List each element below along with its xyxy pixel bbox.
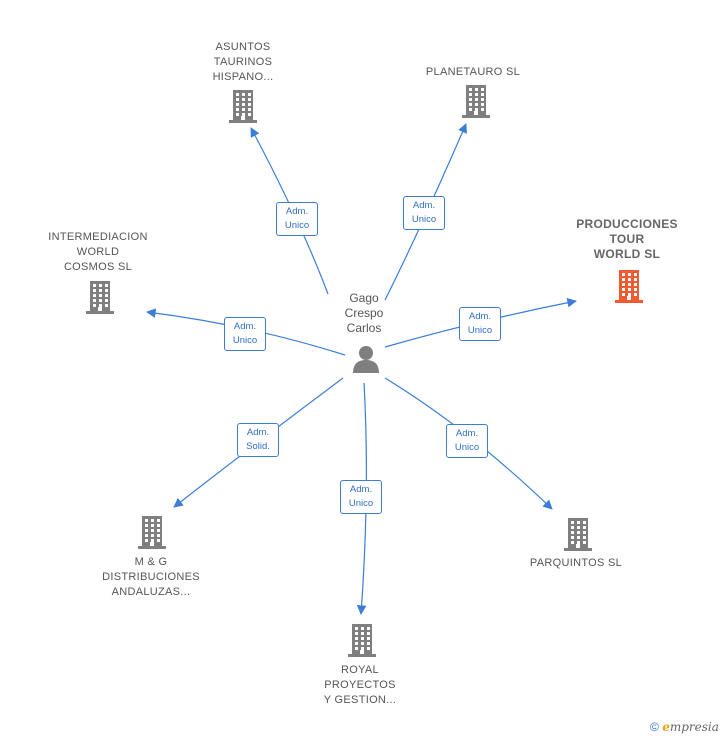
building-icon[interactable] [562, 516, 594, 557]
footer-brand: © empresia [650, 720, 719, 734]
brand-logo: empresia [662, 720, 719, 734]
building-icon[interactable] [136, 514, 168, 555]
building-icon[interactable] [613, 268, 645, 309]
role-badge-parquintos: Adm.Unico [446, 424, 488, 458]
company-label-planetauro[interactable]: PLANETAURO SL [425, 66, 521, 78]
role-badge-mg: Adm.Solid. [237, 423, 279, 457]
role-badge-intermediacion: Adm.Unico [224, 317, 266, 351]
building-icon[interactable] [227, 88, 259, 129]
building-icon[interactable] [460, 83, 492, 124]
role-badge-producciones: Adm.Unico [459, 307, 501, 341]
person-icon[interactable] [350, 343, 382, 380]
building-icon[interactable] [84, 279, 116, 320]
role-badge-asuntos: Adm.Unico [276, 202, 318, 236]
building-icon[interactable] [346, 622, 378, 663]
copyright-symbol: © [650, 720, 659, 734]
company-label-parquintos[interactable]: PARQUINTOS SL [529, 557, 623, 569]
role-badge-planetauro: Adm.Unico [403, 196, 445, 230]
role-badge-royal: Adm.Unico [340, 480, 382, 514]
